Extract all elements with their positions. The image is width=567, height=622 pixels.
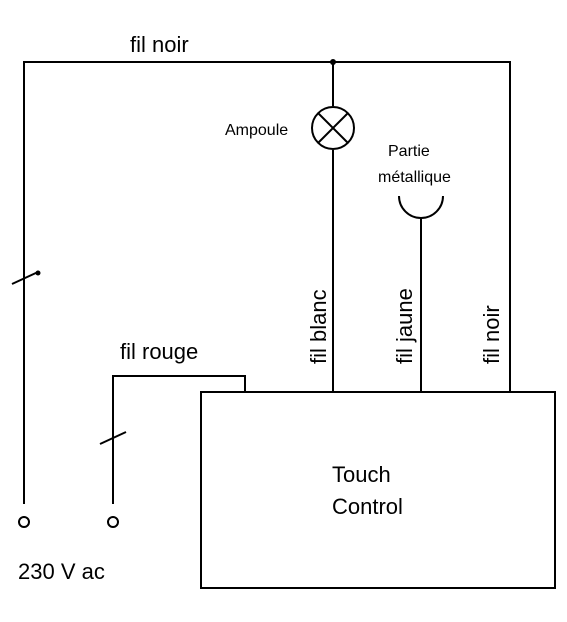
supply-terminal-right xyxy=(107,516,119,528)
supply-label: 230 V ac xyxy=(18,559,105,584)
left-switch-blade xyxy=(11,271,39,285)
red-wire-label: fil rouge xyxy=(120,339,198,364)
black-wire-right-label: fil noir xyxy=(479,305,504,364)
white-wire-label: fil blanc xyxy=(306,289,331,364)
touch-control-box xyxy=(200,391,556,589)
metal-part-icon xyxy=(398,195,444,219)
metal-label-line1: Partie xyxy=(388,143,430,160)
red-wire xyxy=(112,375,246,504)
left-switch-dot xyxy=(35,270,41,276)
supply-terminal-left xyxy=(18,516,30,528)
metal-label-line2: métallique xyxy=(378,169,451,186)
device-label-line2: Control xyxy=(332,494,403,519)
device-label-line1: Touch xyxy=(332,462,391,487)
top-wire-label: fil noir xyxy=(130,32,189,57)
yellow-wire-label: fil jaune xyxy=(392,288,417,364)
lamp-label: Ampoule xyxy=(225,122,288,139)
red-switch-blade xyxy=(99,431,127,445)
lamp-icon xyxy=(311,106,355,150)
top-black-wire xyxy=(23,61,511,504)
